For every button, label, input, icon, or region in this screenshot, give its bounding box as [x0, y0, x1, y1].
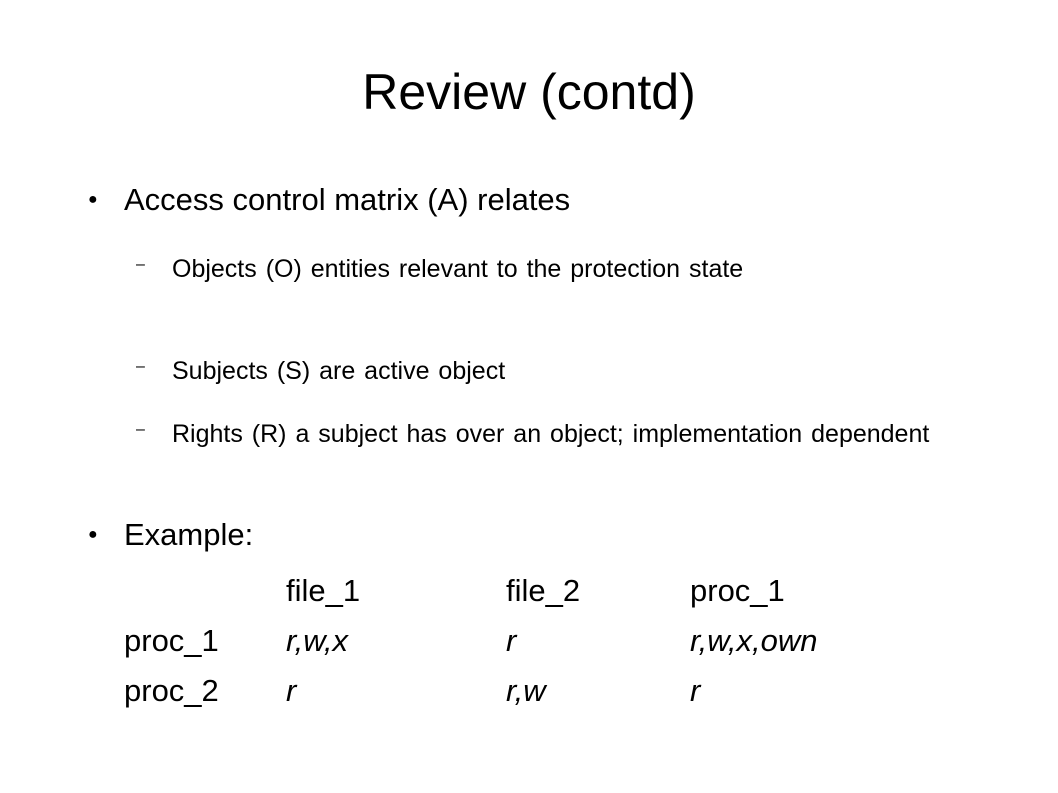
matrix-cell: r,w [506, 673, 546, 708]
subitem-text: Subjects (S) are active object [172, 357, 506, 385]
bullet-dot-icon: ● [88, 526, 98, 543]
bullet-dot-icon: ● [88, 191, 98, 208]
bullet-text: Access control matrix (A) relates [124, 182, 571, 217]
dash-icon: – [136, 358, 145, 375]
dash-icon: – [136, 256, 145, 273]
matrix-cell: r [690, 673, 701, 708]
dash-icon: – [136, 421, 145, 438]
matrix-cell: r,w,x [286, 623, 349, 658]
subitem-text: Objects (O) entities relevant to the pro… [172, 255, 744, 283]
matrix-cell: r,w,x,own [690, 623, 818, 658]
matrix-row-label: proc_2 [124, 673, 219, 708]
slide-title: Review (contd) [362, 64, 696, 120]
matrix-row-label: proc_1 [124, 623, 219, 658]
bullet-text: Example: [124, 517, 254, 552]
subitem-text: Rights (R) a subject has over an object;… [172, 420, 930, 448]
matrix-cell: r [286, 673, 297, 708]
matrix-column-header: file_1 [286, 573, 361, 608]
matrix-column-header: proc_1 [690, 573, 785, 608]
matrix-column-header: file_2 [506, 573, 581, 608]
matrix-cell: r [506, 623, 517, 658]
